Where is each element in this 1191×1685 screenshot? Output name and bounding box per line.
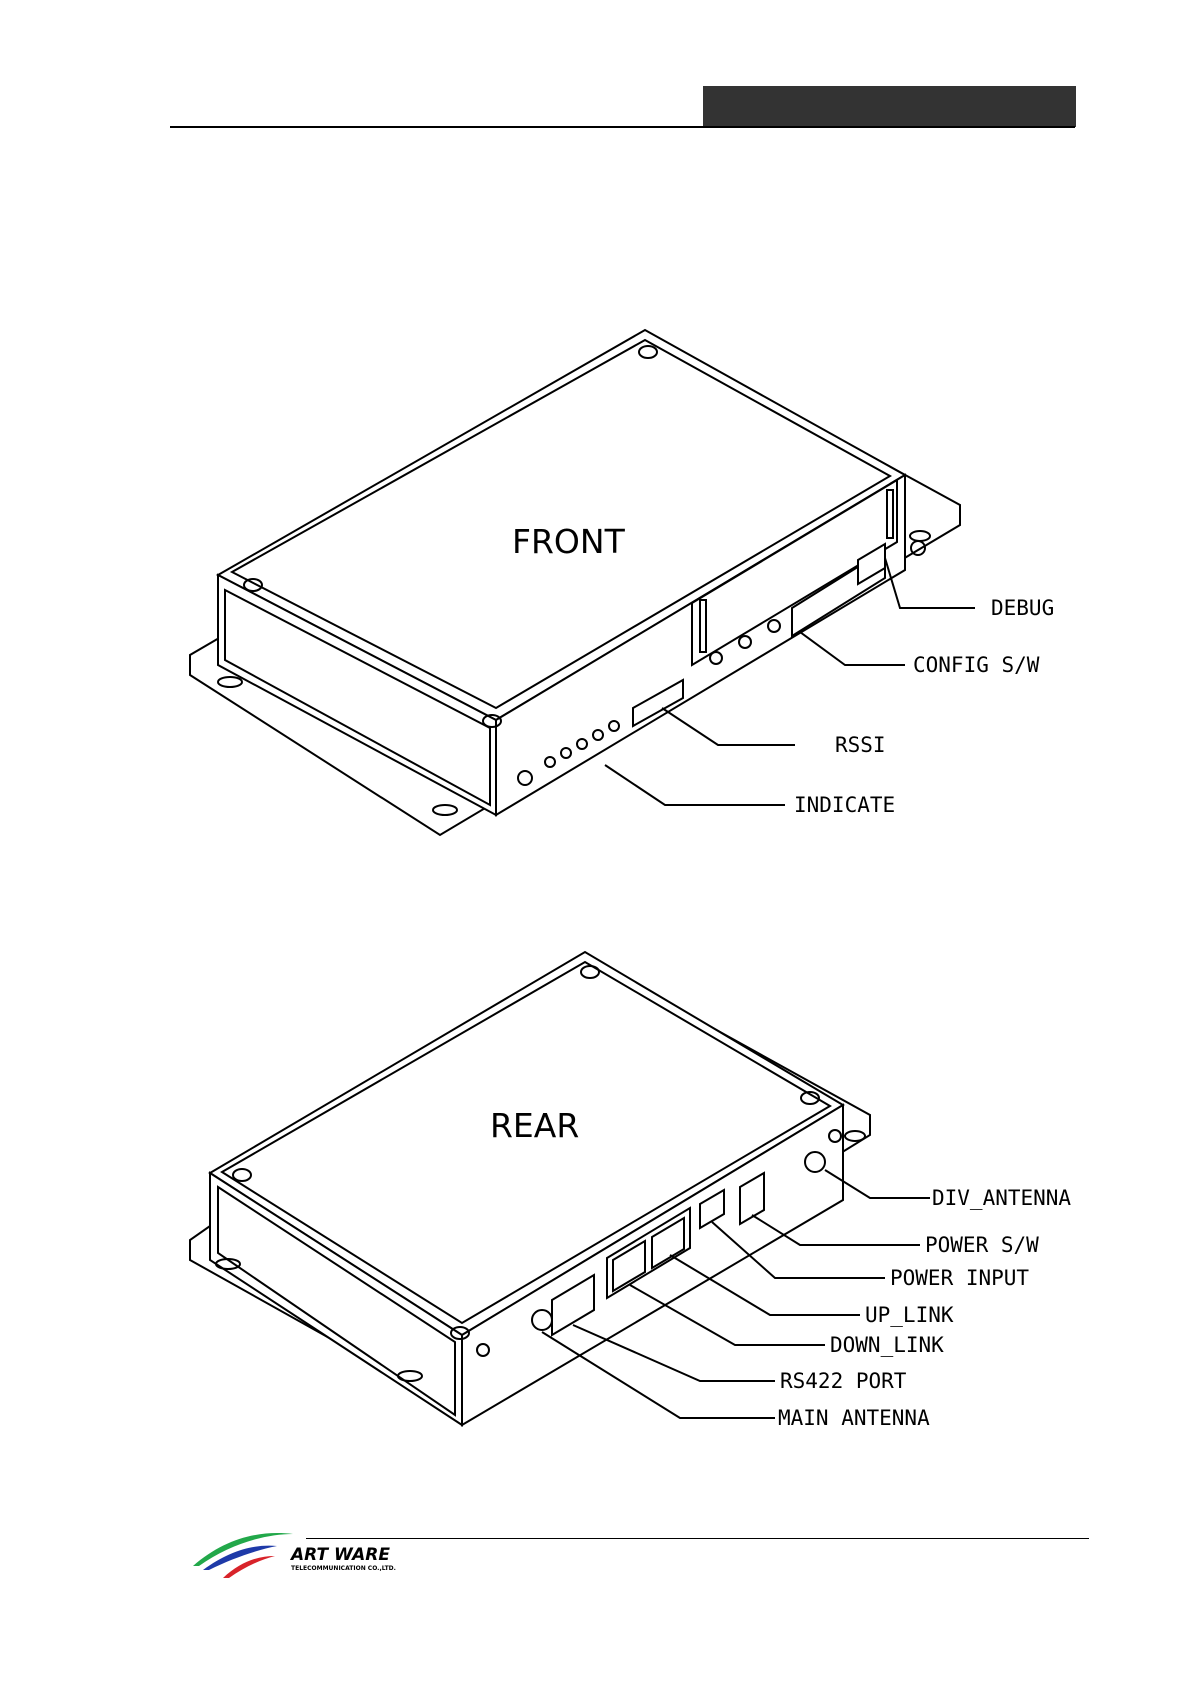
rear-caption: REAR xyxy=(490,1106,579,1145)
callout-config-sw: CONFIG S/W xyxy=(913,653,1040,677)
leader-indicate xyxy=(605,765,785,805)
header-bar xyxy=(703,86,1076,127)
callout-power-sw: POWER S/W xyxy=(925,1233,1039,1257)
header-rule xyxy=(170,126,1075,128)
leader-rssi xyxy=(662,708,795,745)
callout-main-antenna: MAIN ANTENNA xyxy=(778,1406,930,1430)
callout-rssi: RSSI xyxy=(835,733,886,757)
logo-subtitle: TELECOMMUNICATION CO.,LTD. xyxy=(291,1565,396,1572)
callout-debug: DEBUG xyxy=(991,596,1054,620)
logo-name: ART WARE xyxy=(289,1545,390,1565)
front-caption: FRONT xyxy=(512,522,626,561)
front-view-diagram: FRONT DEBUG CONFIG S/W RSSI INDICATE xyxy=(0,310,1191,850)
company-logo: ART WARE TELECOMMUNICATION CO.,LTD. xyxy=(185,1520,435,1580)
leader-config xyxy=(800,632,905,665)
callout-up-link: UP_LINK xyxy=(865,1303,954,1327)
callout-div-antenna: DIV_ANTENNA xyxy=(932,1186,1071,1210)
callout-rs422-port: RS422 PORT xyxy=(780,1369,907,1393)
rear-view-diagram: REAR DIV_ANTENNA POWER S/W POWER INPUT U… xyxy=(0,940,1191,1440)
callout-down-link: DOWN_LINK xyxy=(830,1333,944,1357)
callout-indicate: INDICATE xyxy=(794,793,895,817)
callout-power-input: POWER INPUT xyxy=(890,1266,1029,1290)
